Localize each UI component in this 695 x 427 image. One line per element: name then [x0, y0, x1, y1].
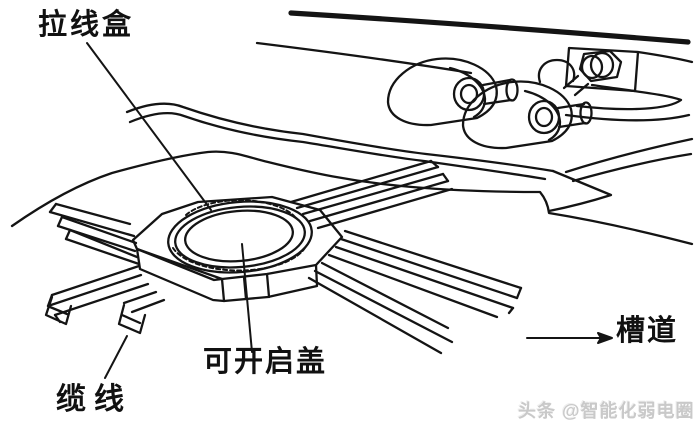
nut-stub-lines	[562, 74, 590, 97]
leader-cable	[104, 335, 128, 379]
cover-hatch-top	[185, 199, 296, 218]
raceway-arm-lower-right	[307, 229, 523, 355]
cover-inner	[184, 209, 294, 263]
fitting-coupler-inner	[459, 83, 479, 105]
floor-fitting-rear	[386, 57, 519, 127]
nut-boss-inner	[580, 54, 604, 80]
wall-skirting-line	[288, 10, 691, 45]
box-front-panels	[220, 272, 271, 303]
cover-rim-outer	[167, 200, 313, 274]
fitting-coupler-outer	[527, 99, 561, 135]
ink-layer	[10, 10, 694, 379]
raceway-arm-upper-right	[289, 159, 454, 230]
floor-fitting-front	[461, 80, 593, 150]
cable-bundle-rear	[44, 295, 73, 326]
box-near-edge	[135, 247, 224, 282]
label-raceway: 槽道	[616, 315, 679, 347]
carpet-edge-upper-1	[125, 102, 555, 173]
cable-bundle-front	[117, 303, 147, 335]
raceway-arm-left	[48, 202, 141, 266]
fitting-cylinder-cap	[579, 101, 593, 125]
duct-strip-outline	[575, 83, 683, 111]
cable-loop	[537, 58, 576, 84]
carpet-edge-right-2	[571, 152, 693, 183]
fitting-cylinder-cap	[505, 78, 519, 102]
wall-floor-line	[255, 41, 473, 75]
label-openable-cover: 可开启盖	[203, 346, 328, 378]
fitting-cylinder	[481, 78, 513, 106]
nut-boss-outer	[589, 51, 615, 79]
box-top-outline	[131, 195, 344, 281]
leader-openable-cover	[241, 243, 253, 353]
carpet-edge-upper-2	[128, 111, 547, 181]
arm-end-cap	[48, 202, 72, 241]
arm-end-cap	[507, 286, 523, 315]
label-pull-box: 拉线盒	[38, 9, 135, 41]
box-front-face	[135, 247, 319, 303]
fitting-body	[386, 57, 498, 127]
fitting-coupler-inner	[534, 106, 554, 128]
arm-end-cap	[429, 159, 450, 183]
floor-covering-edges	[10, 102, 694, 246]
leader-lines	[86, 42, 613, 379]
wall-plate	[537, 46, 640, 97]
cover-hatch-bottom	[172, 245, 307, 272]
duct-strip-floor-line	[564, 113, 691, 122]
carpet-edge-lower	[10, 150, 694, 246]
fitting-coupler-outer	[452, 76, 486, 112]
wall-edge	[255, 10, 694, 75]
label-cable: 缆线	[56, 383, 132, 416]
carpet-edge-right-1	[564, 137, 694, 174]
connector-nut	[578, 49, 623, 83]
wall-line-right	[636, 50, 694, 64]
leader-raceway-arrowhead	[597, 332, 613, 344]
cover-rim-mid	[174, 205, 306, 269]
leader-pull-box	[86, 42, 212, 211]
fitting-accent	[523, 89, 562, 142]
wall-duct-strip	[564, 83, 691, 122]
fitting-accent	[448, 66, 487, 119]
carpet-fold-flap	[547, 169, 613, 213]
fitting-cylinder	[556, 102, 587, 129]
raceway-arm-lower-left	[44, 264, 166, 335]
fitting-body	[461, 80, 573, 150]
watermark: 头条 @智能化弱电圈	[518, 401, 695, 421]
